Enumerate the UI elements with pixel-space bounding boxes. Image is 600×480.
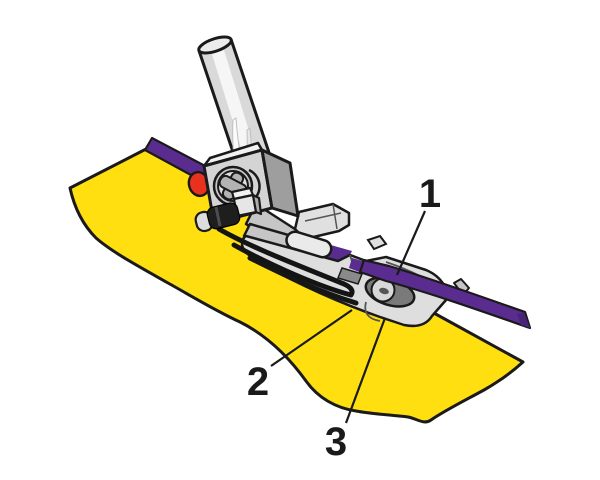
foot-sole <box>240 234 449 328</box>
shank-right-face <box>260 148 300 218</box>
snap-clip-folds <box>304 203 342 230</box>
callout-label-1: 1 <box>419 172 441 216</box>
plate-tab <box>366 234 388 251</box>
guide-pin <box>194 202 241 233</box>
callouts: 1 2 3 <box>247 172 441 464</box>
pin-ring-highlight <box>214 206 222 227</box>
callout-label-2: 2 <box>247 360 269 404</box>
leader-line-3 <box>344 317 387 424</box>
sole-under-shadow <box>247 255 359 306</box>
leader-line-2 <box>270 309 353 367</box>
shank <box>194 141 300 233</box>
sole-needle-slot <box>336 267 364 285</box>
fabric-shape <box>68 146 525 424</box>
clamp-block <box>230 186 263 218</box>
tape-end-face <box>517 312 530 328</box>
clamp-right <box>251 193 263 216</box>
snap-clip-group <box>285 202 388 259</box>
wire-guide <box>216 226 355 298</box>
guide-disc-slot <box>379 287 389 295</box>
presser-bar-top-cap <box>197 35 233 55</box>
clip-roller <box>285 230 333 259</box>
tape-right <box>358 258 532 330</box>
fabric <box>68 146 525 424</box>
leader-line-1 <box>395 210 427 276</box>
callout-label-3: 3 <box>325 420 347 464</box>
